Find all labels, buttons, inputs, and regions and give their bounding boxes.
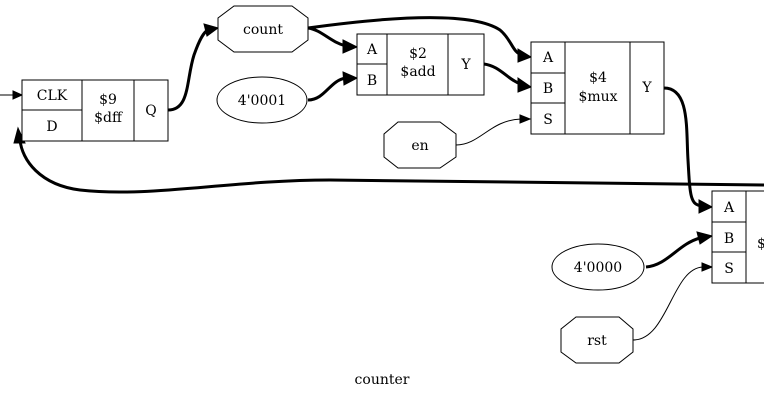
dff-type: $dff: [94, 110, 123, 126]
arrowhead-mux-s: [519, 114, 532, 124]
wire-q-to-count: [167, 28, 209, 112]
mux4-port-y: Y: [641, 80, 652, 96]
rst-mux-port-a: A: [723, 200, 735, 216]
arrowhead-add-a: [342, 39, 359, 54]
wire-count-to-mux-a: [307, 16, 523, 57]
wire-count-to-add-a: [307, 26, 347, 48]
count-node: count: [217, 5, 309, 53]
add-port-b: B: [367, 73, 377, 89]
add-cell: A B $2 $add Y: [356, 33, 485, 96]
arrowhead-rst-b: [696, 231, 714, 245]
mux4-type: $mux: [578, 89, 617, 105]
arrowhead-count: [203, 23, 220, 37]
arrowhead-rst-s: [701, 262, 714, 272]
arrowhead-add-b: [342, 71, 359, 86]
arrowhead-rst-a: [698, 199, 714, 214]
dff-cell: CLK D $9 $dff Q: [21, 79, 169, 142]
const-0000-label: 4'0000: [574, 260, 622, 276]
arrowhead-mux-b: [517, 77, 533, 93]
en-node: en: [383, 121, 457, 169]
rst-mux-port-s: S: [724, 261, 734, 277]
add-port-a: A: [366, 42, 378, 58]
const-0001-node: 4'0001: [216, 76, 308, 124]
wire-add-y-to-mux-b: [483, 62, 522, 86]
mux4-port-s: S: [543, 112, 553, 128]
wire-const1-to-add-b: [307, 76, 347, 102]
add-id: $2: [409, 46, 427, 62]
diagram-title: counter: [355, 372, 410, 388]
mux4-cell: A B S $4 $mux Y: [530, 41, 665, 135]
count-label: count: [243, 22, 283, 38]
dff-id: $9: [99, 92, 117, 108]
wire-const0-to-rst-b: [645, 236, 701, 269]
wire-feedback-to-dff-d: [18, 139, 764, 194]
dff-port-d: D: [46, 119, 57, 135]
mux4-id: $4: [589, 70, 607, 86]
mux4-port-a: A: [542, 50, 554, 66]
mux4-port-b: B: [543, 81, 553, 97]
clk-input-arrowhead: [12, 90, 24, 100]
rst-mux-id-partial: $: [757, 236, 764, 252]
wire-rst-to-rst-s: [632, 266, 704, 341]
dff-port-clk: CLK: [37, 88, 68, 104]
wire-mux-y-to-rst-a: [663, 86, 703, 208]
wire-en-to-mux-s: [455, 118, 522, 146]
const-0001-label: 4'0001: [238, 93, 286, 109]
en-label: en: [411, 138, 428, 154]
rst-node: rst: [560, 316, 634, 364]
add-type: $add: [400, 64, 435, 80]
rst-mux-port-b: B: [724, 231, 734, 247]
rst-mux-cell: A B S $: [711, 190, 764, 284]
arrowhead-mux-a: [517, 48, 533, 63]
const-0000-node: 4'0000: [551, 243, 645, 291]
dff-port-q: Q: [145, 103, 156, 119]
add-port-y: Y: [460, 57, 471, 73]
rst-label: rst: [587, 333, 607, 349]
